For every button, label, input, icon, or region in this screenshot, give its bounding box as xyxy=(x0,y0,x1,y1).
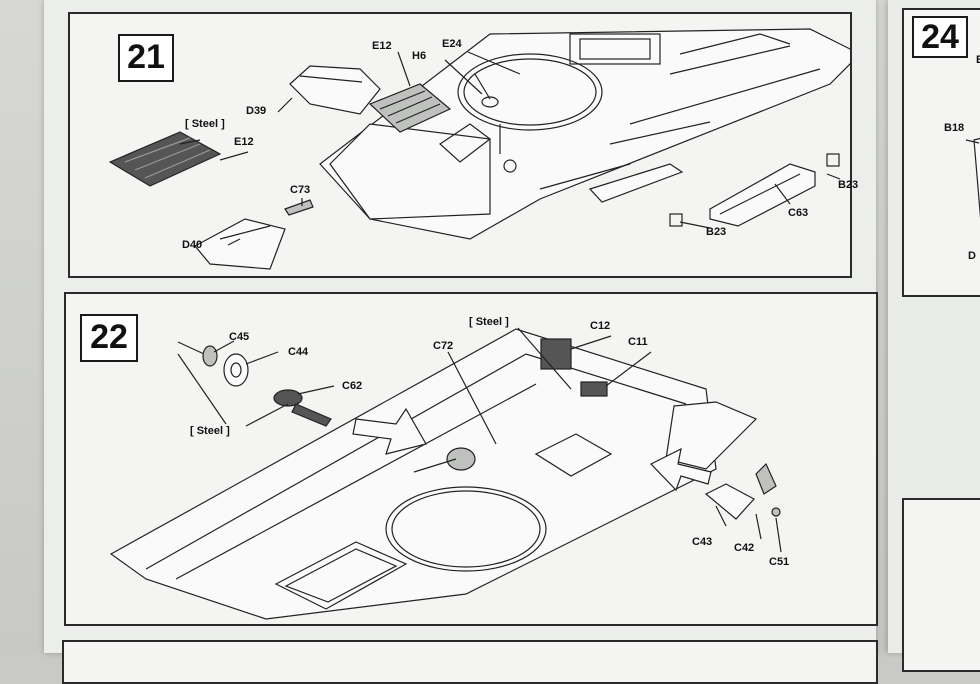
label-e12-top: E12 xyxy=(372,40,392,52)
label-d39: D39 xyxy=(246,105,267,117)
label-c44: C44 xyxy=(288,346,309,358)
step-22-number: 22 xyxy=(80,314,138,362)
steel-mesh xyxy=(108,131,222,187)
step-23-panel-edge xyxy=(62,640,878,684)
label-c45: C45 xyxy=(229,331,250,343)
label-edge-e: E xyxy=(976,54,980,66)
step-22-panel: 22 xyxy=(64,292,878,626)
label-c51: C51 xyxy=(769,556,790,568)
part-d39 xyxy=(289,65,381,115)
label-h6: H6 xyxy=(412,50,427,62)
step-24-number: 24 xyxy=(912,16,968,58)
label-c73: C73 xyxy=(290,184,311,196)
step-21-number: 21 xyxy=(118,34,174,82)
hull-floor xyxy=(109,328,717,620)
label-d40: D40 xyxy=(182,239,203,251)
label-c12: C12 xyxy=(590,320,611,332)
label-b18: B18 xyxy=(944,122,965,134)
label-c11: C11 xyxy=(628,336,648,348)
floor-turret-ring xyxy=(385,486,547,572)
instruction-page: 21 xyxy=(44,0,878,684)
right-page: 24 E B18 D xyxy=(888,0,980,672)
step-21-hull-drawing xyxy=(108,28,850,270)
label-c42: C42 xyxy=(734,542,755,554)
label-edge-d: D xyxy=(968,250,976,262)
step-24-drawing xyxy=(965,137,980,219)
label-e24: E24 xyxy=(442,38,462,50)
step-21-panel: 21 xyxy=(68,12,858,278)
label-e12-side: E12 xyxy=(234,136,254,148)
turret-ring xyxy=(457,53,603,131)
step-25-panel-edge xyxy=(902,498,980,672)
label-b23-right: B23 xyxy=(838,179,859,191)
label-steel: [ Steel ] xyxy=(185,118,225,130)
label-c62: C62 xyxy=(342,380,363,392)
label-steel-top: [ Steel ] xyxy=(469,316,509,328)
label-c63: C63 xyxy=(788,207,809,219)
part-d40 xyxy=(194,218,286,270)
step-22-hull-drawing xyxy=(109,327,782,620)
label-c72: C72 xyxy=(433,340,454,352)
label-c43: C43 xyxy=(692,536,713,548)
label-steel-left: [ Steel ] xyxy=(190,425,230,437)
label-b23-bottom: B23 xyxy=(706,226,727,238)
step-24-panel: 24 E B18 D xyxy=(902,8,980,297)
